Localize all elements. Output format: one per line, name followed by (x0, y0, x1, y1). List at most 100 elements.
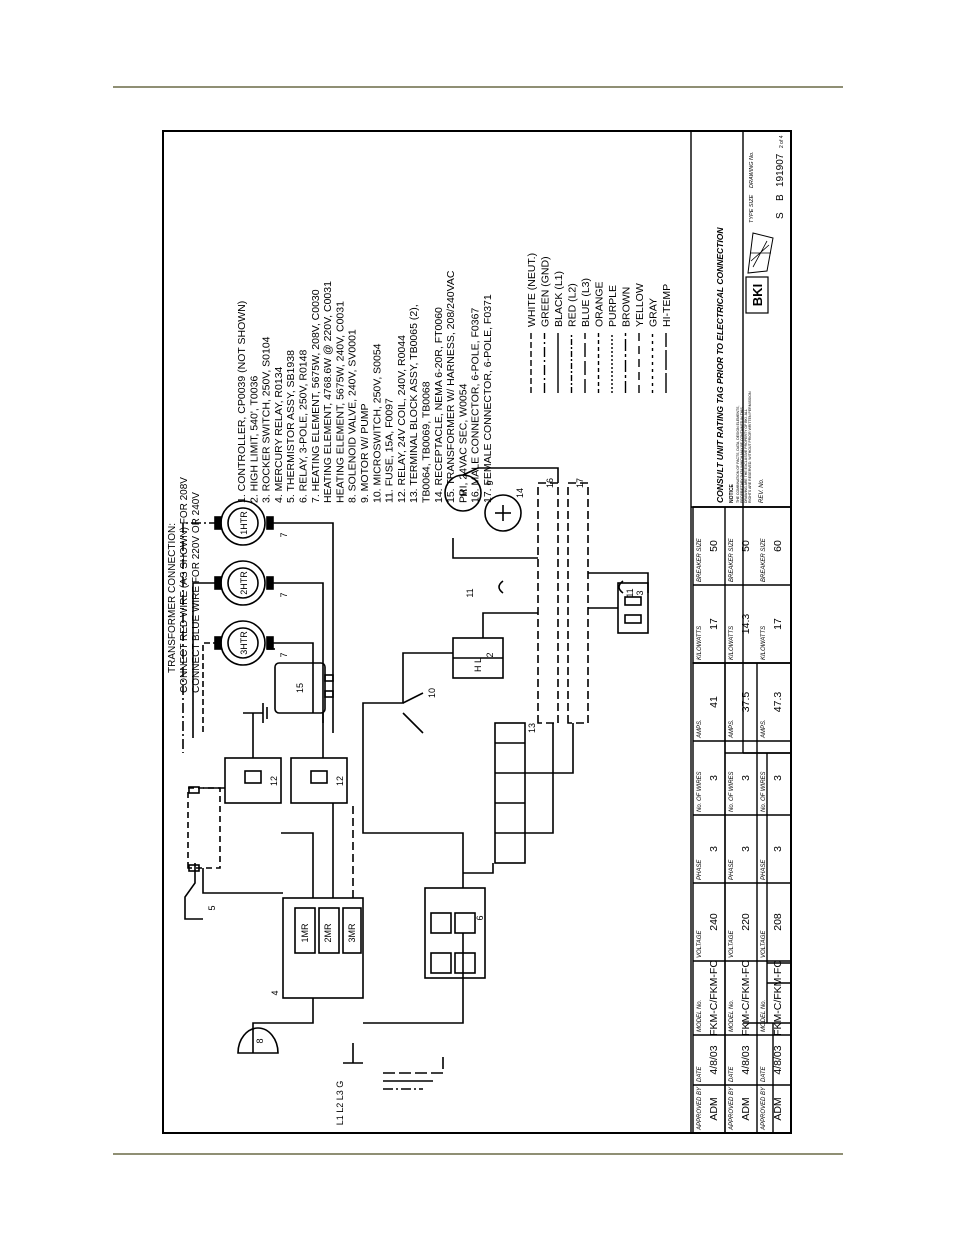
component-label: 14 (515, 488, 525, 498)
table-cell: 47.3 (772, 692, 784, 713)
high-limit-2 (452, 637, 504, 679)
notice-text: PROPRIETARY DATA WHICH MAY BE CONTAINED … (740, 407, 744, 503)
table-header: No. OF WIRES (697, 771, 703, 812)
component-label: 15 (295, 683, 305, 693)
parts-list-item: 2. HIGH LIMIT, 540', T0036 (248, 376, 260, 503)
transformer-15 (274, 662, 334, 714)
logo-text: BKI (750, 284, 765, 306)
table-header: VOLTAGE (761, 930, 767, 958)
legend-label: WHITE (NEUT.) (526, 253, 538, 327)
drawing-no-label: DRAWING No. (749, 151, 755, 188)
table-cell: FKM-C/FKM-FC (740, 960, 752, 1036)
table-header: APPROVED BY (761, 1086, 767, 1131)
title-block (690, 130, 792, 1134)
solenoid-valve-8 (237, 1027, 279, 1054)
table-cell: 3 (740, 775, 752, 781)
table-cell: 41 (708, 696, 720, 708)
heating-element-3htr (214, 620, 274, 666)
parts-list-item: TB0064, TB0069, TB0068 (421, 381, 433, 503)
receptacle-14 (484, 494, 522, 532)
parts-list-item: 9. MOTOR W/ PUMP (359, 403, 371, 503)
table-header: BREAKER SIZE (761, 537, 767, 582)
header-rule (113, 86, 843, 88)
connector-16 (537, 482, 559, 724)
drawing-number: 191907 (775, 153, 786, 187)
component-label: 11 (625, 588, 635, 597)
legend-label: BLACK (L1) (553, 271, 565, 327)
table-header: No. OF WIRES (729, 771, 735, 812)
component-label: 1HTR (239, 511, 249, 535)
legend-label: YELLOW (634, 283, 646, 327)
notice-text: RIGHTS ARE RESERVED. WITHOUT PRIOR WRITT… (748, 391, 752, 503)
connector-17 (567, 482, 589, 724)
component-label: 3HTR (239, 631, 249, 655)
legend-label: HI-TEMP (661, 284, 673, 327)
table-header: PHASE (697, 859, 703, 880)
ground-symbol (243, 703, 268, 723)
parts-list-item: 11. FUSE, 15A, F0097 (384, 398, 396, 503)
table-header: PHASE (761, 859, 767, 880)
table-cell: 3 (740, 846, 752, 852)
type-size-label: TYPE SIZE (749, 195, 755, 223)
component-label: 5 (207, 905, 217, 910)
table-header: AMPS. (729, 719, 735, 739)
table-cell: ADM (740, 1097, 752, 1120)
table-header: AMPS. (761, 719, 767, 739)
component-label: 17 (575, 478, 585, 488)
table-cell: 3 (708, 775, 720, 781)
ground-symbol-2 (343, 1043, 363, 1064)
parts-list-item: 8. SOLENOID VALVE, 240V, SV0001 (347, 329, 359, 503)
table-cell: 50 (740, 540, 752, 552)
wire-color-legend: WHITE (NEUT.)GREEN (GND)BLACK (L1)RED (L… (526, 253, 673, 393)
table-header: APPROVED BY (729, 1086, 735, 1131)
component-label: 2HTR (239, 571, 249, 595)
table-cell: 17 (772, 618, 784, 630)
table-cell: 220 (740, 913, 752, 931)
component-label: 13 (527, 723, 537, 733)
notice-text: DRAWING ARE THE EXCLUSIVE PROPERTY OF BK… (744, 409, 748, 503)
parts-list-item: HEATING ELEMENT, 5675W, 240V, C0031 (334, 301, 346, 503)
parts-list-item: 15. TRANSFORMER W/ HARNESS, 208/240VAC (445, 270, 457, 503)
component-label: 1MR (300, 923, 310, 943)
legend-label: PURPLE (607, 285, 619, 327)
table-header: No. OF WIRES (761, 771, 767, 812)
table-cell: 208 (772, 913, 784, 931)
component-label: 2MR (323, 923, 333, 943)
legend-label: ORANGE (594, 281, 606, 327)
heating-element-2htr (214, 560, 274, 606)
table-header: AMPS. (697, 719, 703, 739)
table-cell: 240 (708, 913, 720, 931)
component-label: 11 (465, 588, 475, 597)
parts-list-item: HEATING ELEMENT, 4768.6W @ 220V, C0031 (322, 281, 334, 503)
component-label: 16 (545, 478, 555, 488)
transformer-note-red: CONNECT RED WIRE (AS SHOWN) FOR 208V (179, 477, 190, 693)
relay-6 (424, 887, 486, 979)
component-label: 6 (475, 915, 485, 920)
rating-warning: CONSULT UNIT RATING TAG PRIOR TO ELECTRI… (715, 227, 725, 503)
component-label: H L (473, 658, 483, 672)
table-cell: 3 (772, 846, 784, 852)
table-cell: 50 (708, 540, 720, 552)
parts-list-item: 12. RELAY, 24V COIL, 240V, R0044 (396, 335, 408, 503)
parts-list-item: 10. MICROSWITCH, 250V, S0054 (371, 343, 383, 503)
parts-list-item: 17. FEMALE CONNECTOR, 6-POLE, F0371 (482, 294, 494, 503)
table-cell: FKM-C/FKM-FC (708, 960, 720, 1036)
table-header: BREAKER SIZE (697, 537, 703, 582)
table-cell: 3 (708, 846, 720, 852)
table-header: VOLTAGE (729, 930, 735, 958)
component-label: 8 (255, 1038, 265, 1043)
parts-list-item: 4. MERCURY RELAY, R0134 (273, 366, 285, 503)
table-cell: FKM-C/FKM-FC (772, 960, 784, 1036)
component-label: 9 (485, 480, 495, 485)
footer-rule (113, 1153, 843, 1155)
parts-list-item: 7. HEATING ELEMENT, 5675W, 208V, C0030 (310, 289, 322, 503)
schematic (182, 467, 649, 1090)
table-cell: 17 (708, 618, 720, 630)
legend-label: GREEN (GND) (540, 256, 552, 327)
table-cell: ADM (772, 1097, 784, 1120)
rev-label: REV. No. (759, 478, 765, 503)
specification-table (692, 506, 792, 1134)
parts-list-item: 13. TERMINAL BLOCK ASSY, TB0065 (2), (408, 304, 420, 503)
terminal-block-13 (494, 722, 526, 864)
parts-list-item: PRI, 24VAC SEC, W0054 (457, 383, 469, 503)
